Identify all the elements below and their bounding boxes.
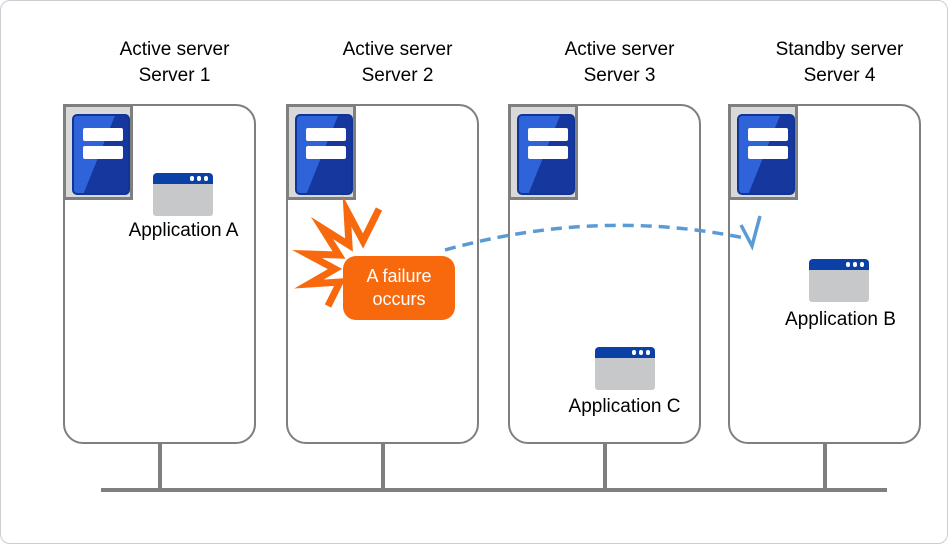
drive-bay-icon [528, 128, 568, 141]
server-3-role: Active server [564, 39, 675, 60]
server-4-title: Standby server Server 4 [743, 37, 936, 89]
server-tower-icon [63, 104, 133, 200]
server-group-4: Standby server Server 4 Application B [728, 1, 921, 543]
server-group-1: Active server Server 1 Application A [63, 1, 256, 543]
failure-callout: A failure occurs [343, 256, 455, 320]
server-1-title: Active server Server 1 [78, 37, 271, 89]
window-dots-icon [189, 176, 208, 181]
server-4-name: Server 4 [803, 65, 876, 86]
application-window-icon [595, 347, 655, 390]
failure-text-line2: occurs [372, 289, 426, 309]
drive-bay-icon [83, 146, 123, 159]
drive-bay-icon [748, 146, 788, 159]
server-1-name: Server 1 [138, 65, 211, 86]
server-2-title: Active server Server 2 [301, 37, 494, 89]
drive-bay-icon [748, 128, 788, 141]
server-2-name: Server 2 [361, 65, 434, 86]
network-connector-line [822, 443, 827, 490]
window-body [595, 358, 655, 390]
drive-bay-icon [306, 128, 346, 141]
window-body [809, 270, 869, 302]
server-3-title: Active server Server 3 [523, 37, 716, 89]
server-3-name: Server 3 [583, 65, 656, 86]
tower-unit-icon [517, 114, 575, 195]
server-4-role: Standby server [775, 39, 904, 60]
tower-unit-icon [737, 114, 795, 195]
tower-unit-icon [295, 114, 353, 195]
drive-bay-icon [306, 146, 346, 159]
application-window-icon [809, 259, 869, 302]
tower-unit-icon [72, 114, 130, 195]
window-dots-icon [845, 262, 864, 267]
server-tower-icon [508, 104, 578, 200]
network-bus-line [101, 488, 887, 492]
server-group-2: Active server Server 2 A failure occurs [286, 1, 479, 543]
window-titlebar-icon [809, 259, 869, 270]
server-tower-icon [286, 104, 356, 200]
application-c-label: Application C [568, 396, 681, 417]
server-group-3: Active server Server 3 Application C [508, 1, 701, 543]
window-dots-icon [631, 350, 650, 355]
window-titlebar-icon [153, 173, 213, 184]
application-a-label: Application A [128, 220, 239, 241]
window-titlebar-icon [595, 347, 655, 358]
application-b-label: Application B [785, 309, 896, 330]
network-connector-line [380, 443, 385, 490]
network-connector-line [602, 443, 607, 490]
drive-bay-icon [83, 128, 123, 141]
drive-bay-icon [528, 146, 568, 159]
server-2-role: Active server [342, 39, 453, 60]
window-body [153, 184, 213, 216]
application-window-icon [153, 173, 213, 216]
server-1-role: Active server [119, 39, 230, 60]
server-tower-icon [728, 104, 798, 200]
network-connector-line [157, 443, 162, 490]
failure-text-line1: A failure [366, 266, 432, 286]
